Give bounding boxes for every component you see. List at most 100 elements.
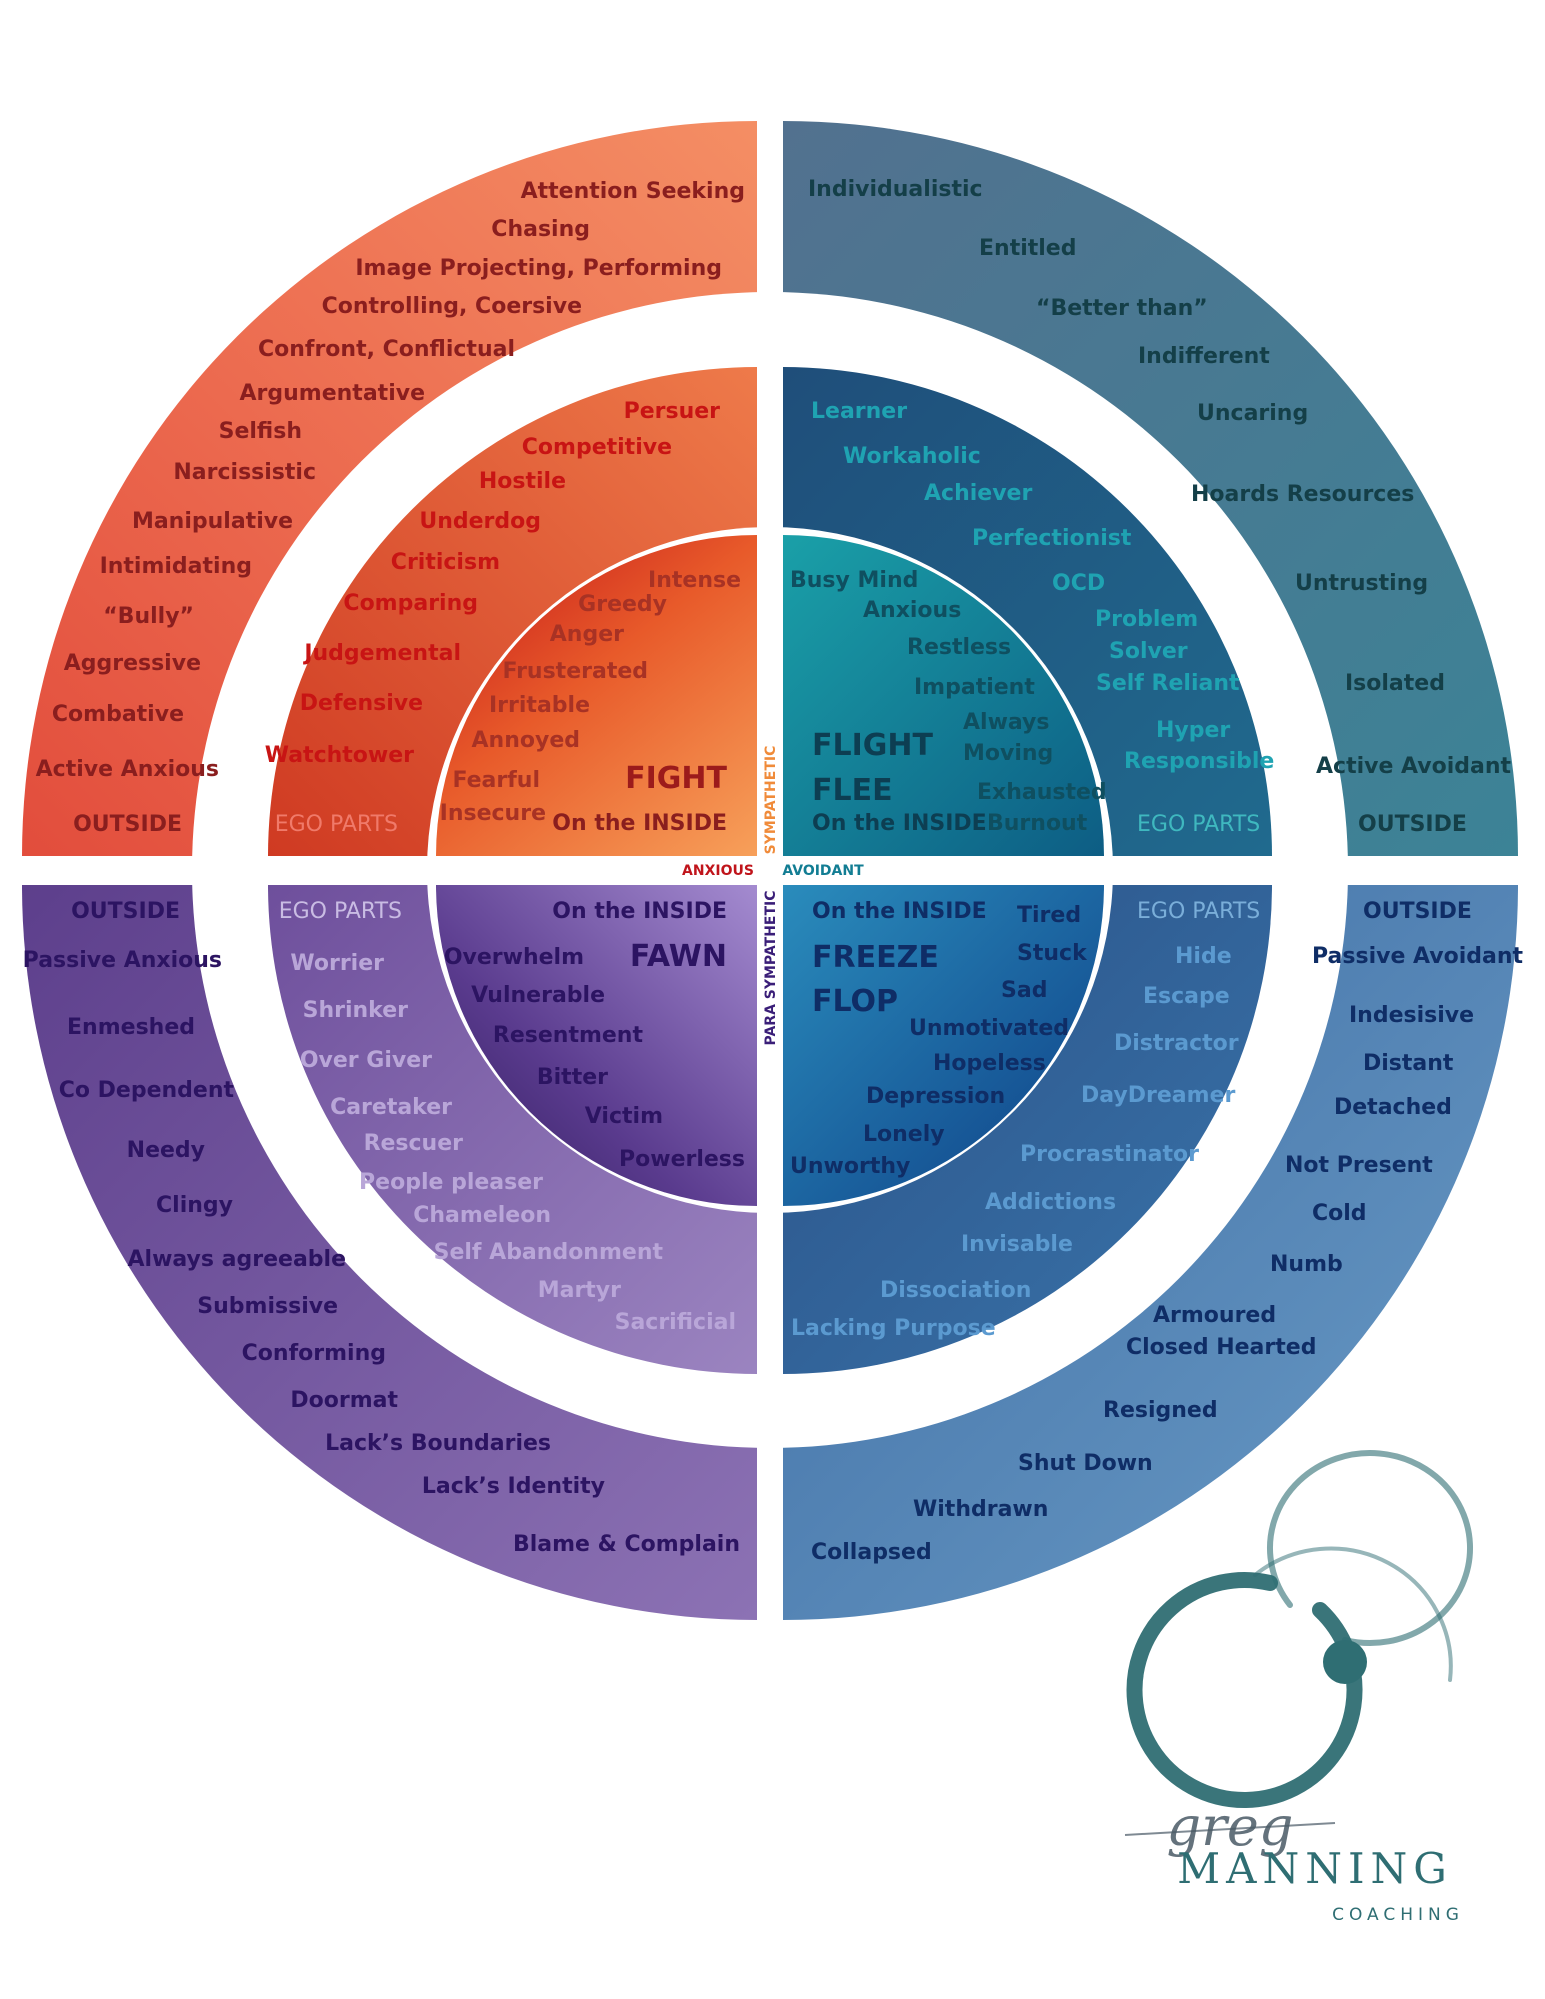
ego-item: Dissociation: [880, 1278, 1031, 1303]
outer-label: OUTSIDE: [71, 899, 180, 924]
outer-item: Indesisive: [1349, 1003, 1474, 1028]
fight-inner-circle: [436, 535, 757, 856]
inner-item: Hopeless: [933, 1051, 1046, 1076]
ego-item: OCD: [1052, 571, 1105, 596]
outer-item: Active Anxious: [36, 757, 219, 782]
ego-item: Self Abandonment: [434, 1240, 664, 1265]
ego-item: Persuer: [624, 399, 721, 424]
outer-item: Blame & Complain: [513, 1532, 740, 1557]
outer-item: Selfish: [219, 419, 302, 444]
logo-name: MANNING: [1177, 1844, 1453, 1893]
outer-item: Submissive: [197, 1294, 338, 1319]
outer-item: Clingy: [156, 1193, 233, 1218]
axis-label-para-sympathetic: PARA SYMPATHETIC: [763, 890, 779, 1045]
outer-item: Argumentative: [240, 381, 425, 406]
outer-item: Narcissistic: [173, 460, 316, 485]
inner-item: Unworthy: [790, 1154, 910, 1179]
outer-item: Lack’s Boundaries: [325, 1431, 551, 1456]
inner-item: Anger: [550, 622, 624, 647]
inner-item: Exhausted: [977, 780, 1107, 805]
ego-item: Martyr: [538, 1278, 621, 1303]
fawn-inner-labels: Overwhelm Vulnerable Resentment Bitter V…: [444, 945, 745, 1172]
axis-label-anxious: ANXIOUS: [682, 863, 754, 879]
ego-item: Procrastinator: [1020, 1142, 1199, 1167]
inner-item: Lonely: [863, 1122, 945, 1147]
ego-item: Watchtower: [265, 743, 414, 768]
inner-item: Vulnerable: [471, 983, 605, 1008]
inner-item: Powerless: [619, 1147, 745, 1172]
greg-manning-coaching-logo: greg MANNING COACHING: [1124, 1450, 1474, 1925]
fight-outer-labels: Attention Seeking Chasing Image Projecti…: [36, 179, 745, 837]
inner-item: Irritable: [489, 693, 590, 718]
fawn-outer-labels: OUTSIDE Passive Anxious Enmeshed Co Depe…: [23, 899, 740, 1557]
ego-item: Hostile: [479, 469, 566, 494]
fight-inner-labels: Intense Greedy Anger Frusterated Irritab…: [440, 568, 741, 826]
flight-title: FLIGHT: [812, 728, 934, 763]
inner-item: Frusterated: [502, 659, 648, 684]
ego-parts-label: EGO PARTS: [275, 812, 398, 837]
inner-item: Burnout: [987, 811, 1088, 836]
fight-inside-label: On the INSIDE: [552, 811, 727, 836]
ego-item: Distractor: [1114, 1031, 1239, 1056]
outer-item: Armoured: [1153, 1303, 1276, 1328]
outer-item: Cold: [1312, 1201, 1367, 1226]
ego-item: Sacrificial: [615, 1310, 736, 1335]
ego-item: Achiever: [924, 481, 1032, 506]
ego-item: Learner: [811, 399, 907, 424]
inner-item: Intense: [648, 568, 741, 593]
outer-item: Lack’s Identity: [422, 1474, 605, 1499]
inner-item: Impatient: [914, 675, 1035, 700]
inner-item: Busy Mind: [790, 568, 918, 593]
ego-item: Underdog: [419, 509, 541, 534]
freeze-inner-labels: Tired Stuck Sad Unmotivated Hopeless Dep…: [790, 903, 1088, 1179]
outer-item: Isolated: [1345, 671, 1445, 696]
fawn-inner-circle: [436, 885, 757, 1206]
outer-item: Detached: [1334, 1095, 1452, 1120]
outer-item: Conforming: [242, 1341, 386, 1366]
outer-item: Untrusting: [1295, 571, 1428, 596]
logo-dot-icon: [1323, 1640, 1367, 1684]
outer-label: OUTSIDE: [1363, 899, 1472, 924]
ego-item: Competitive: [522, 435, 672, 460]
ego-item: Workaholic: [843, 444, 981, 469]
freeze-title: FREEZE: [812, 940, 939, 975]
inner-item: Greedy: [578, 592, 667, 617]
ego-item: Addictions: [985, 1190, 1116, 1215]
ego-item: Worrier: [290, 951, 384, 976]
freeze-inside-label: On the INSIDE: [812, 899, 987, 924]
outer-item: Combative: [52, 702, 184, 727]
freeze-outer-labels: OUTSIDE Passive Avoidant Indesisive Dist…: [811, 899, 1524, 1565]
outer-item: OUTSIDE: [1358, 812, 1467, 837]
ego-item: Shrinker: [303, 998, 409, 1023]
ego-item: Invisable: [961, 1232, 1073, 1257]
fawn-ego-labels: EGO PARTS Worrier Shrinker Over Giver Ca…: [279, 899, 736, 1335]
inner-item: Annoyed: [472, 728, 580, 753]
outer-item: Image Projecting, Performing: [355, 256, 722, 281]
flight-inner-circle: [783, 535, 1104, 856]
outer-item: Co Dependent: [59, 1078, 235, 1103]
outer-item: “Better than”: [1036, 296, 1208, 321]
freeze-inner-circle: [783, 885, 1104, 1206]
inner-item: Always: [963, 710, 1050, 735]
fight-title: FIGHT: [625, 761, 727, 796]
ego-parts-label: EGO PARTS: [1137, 812, 1260, 837]
outer-item: Attention Seeking: [521, 179, 745, 204]
outer-item: Active Avoidant: [1316, 754, 1512, 779]
ego-item: Comparing: [343, 591, 478, 616]
outer-item: Hoards Resources: [1191, 482, 1414, 507]
ego-item: Responsible: [1124, 749, 1274, 774]
ego-item: Caretaker: [330, 1095, 452, 1120]
inner-item: Moving: [963, 741, 1053, 766]
enso-circle-icon: [1126, 1450, 1474, 1808]
inner-item: Restless: [907, 635, 1011, 660]
ego-item: Self Reliant: [1096, 671, 1240, 696]
inner-item: Bitter: [537, 1065, 608, 1090]
outer-item: Uncaring: [1197, 401, 1308, 426]
ego-item: Hyper: [1156, 718, 1230, 743]
ego-item: Problem: [1095, 607, 1198, 632]
ego-item: Judgemental: [302, 641, 461, 666]
ego-item: Over Giver: [300, 1048, 432, 1073]
flight-inside-label: On the INSIDE: [812, 811, 987, 836]
inner-item: Tired: [1017, 903, 1081, 928]
